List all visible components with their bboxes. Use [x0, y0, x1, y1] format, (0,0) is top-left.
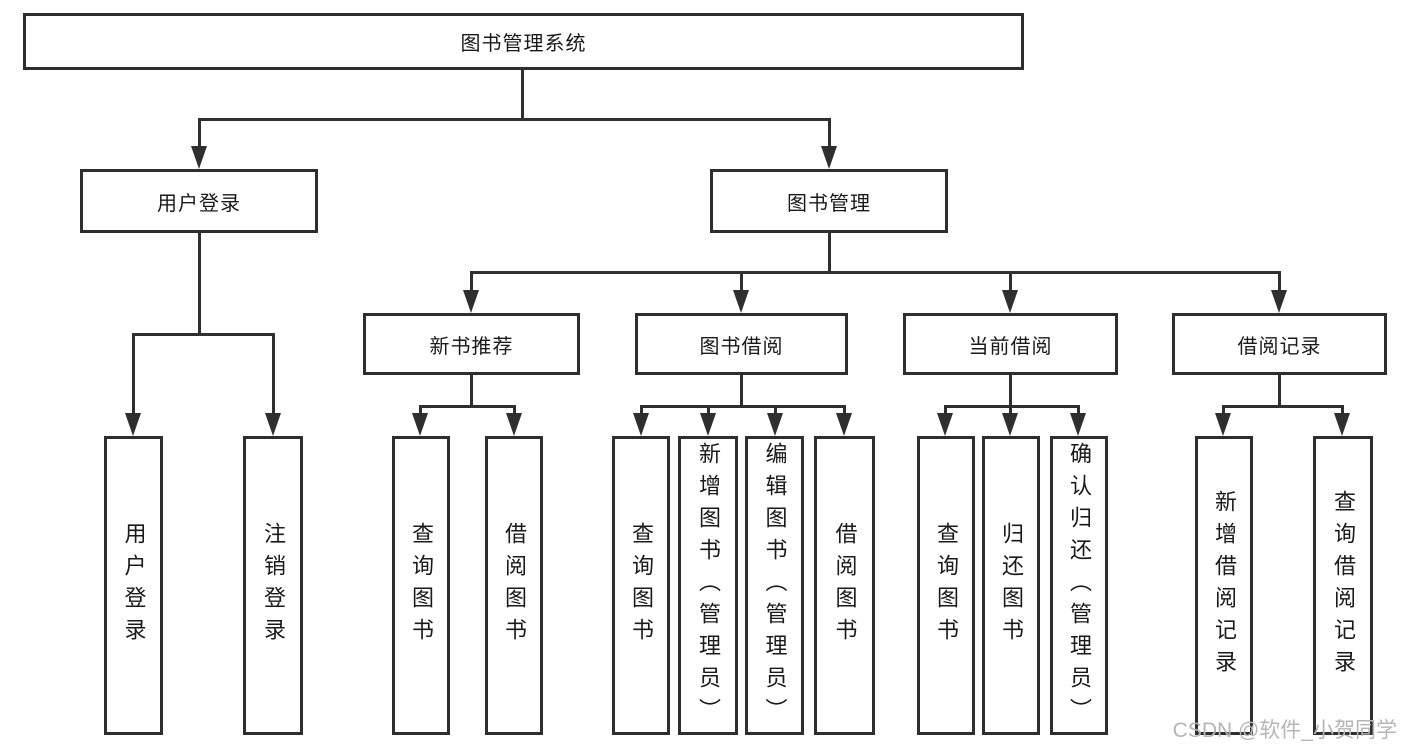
node-new-book-recommend-label: 新书推荐 [429, 335, 514, 358]
leaf-record-add-borrow-record: 新增借阅记录 [1195, 436, 1253, 735]
connector-level1-branch [198, 118, 831, 121]
leaf-borrow-add-books-admin: 新增图书（管理员） [678, 436, 738, 735]
leaf-newbook-query-books-label: 查询图书 [409, 521, 434, 650]
connector-drop-br-add [1222, 405, 1225, 415]
leaf-record-add-borrow-record-label: 新增借阅记录 [1212, 489, 1237, 682]
arrowhead-book-mgmt [821, 146, 837, 169]
leaf-current-confirm-return-admin: 确认归还（管理员） [1050, 436, 1108, 735]
connector-drop-current-borrow [1009, 271, 1012, 292]
connector-book-borrow-branch [640, 405, 846, 408]
connector-drop-borrow-record [1278, 271, 1281, 292]
arrowhead-cb-query [937, 413, 953, 436]
arrowhead-leaf-user-login [125, 413, 141, 436]
node-book-management: 图书管理 [710, 169, 948, 233]
node-borrow-record-label: 借阅记录 [1237, 335, 1322, 358]
leaf-record-query-borrow-record-label: 查询借阅记录 [1331, 489, 1356, 682]
connector-book-borrow-stub [740, 375, 743, 408]
arrowhead-bb-edit [767, 413, 783, 436]
connector-drop-new-book [470, 271, 473, 292]
arrowhead-nb-query [412, 413, 428, 436]
node-current-borrow: 当前借阅 [903, 313, 1118, 375]
leaf-logout-label: 注销登录 [261, 521, 286, 650]
leaf-borrow-query-books: 查询图书 [612, 436, 670, 735]
arrowhead-borrow-record [1271, 290, 1287, 313]
leaf-current-confirm-return-admin-label: 确认归还（管理员） [1067, 441, 1092, 730]
connector-drop-bb-query [640, 405, 643, 415]
leaf-newbook-query-books: 查询图书 [392, 436, 450, 735]
arrowhead-current-borrow [1002, 290, 1018, 313]
leaf-current-query-books-label: 查询图书 [934, 521, 959, 650]
connector-user-login-branch [132, 333, 275, 336]
connector-drop-bb-borrow [843, 405, 846, 415]
leaf-current-query-books: 查询图书 [917, 436, 975, 735]
csdn-watermark: CSDN @软件_小贺同学 [1172, 719, 1397, 742]
connector-drop-bb-edit [774, 405, 777, 415]
arrowhead-book-borrow [733, 290, 749, 313]
connector-drop-user-login [198, 118, 201, 148]
connector-current-borrow-stub [1009, 375, 1012, 408]
leaf-borrow-borrow-books-label: 借阅图书 [832, 521, 858, 650]
arrowhead-bb-borrow [836, 413, 852, 436]
node-library-system-label: 图书管理系统 [460, 33, 587, 55]
arrowhead-leaf-logout [265, 413, 281, 436]
leaf-borrow-borrow-books: 借阅图书 [814, 436, 875, 735]
node-user-login-label: 用户登录 [157, 192, 241, 215]
arrowhead-bb-add [700, 413, 716, 436]
arrowhead-user-login [191, 146, 207, 169]
connector-new-book-stub [470, 375, 473, 408]
connector-borrow-record-stub [1278, 375, 1281, 408]
node-book-borrow-label: 图书借阅 [699, 335, 784, 358]
connector-drop-leaf-user-login [132, 333, 135, 414]
node-book-management-label: 图书管理 [787, 192, 871, 215]
arrowhead-br-query [1334, 413, 1350, 436]
arrowhead-cb-confirm [1070, 413, 1086, 436]
connector-drop-nb-borrow [513, 405, 516, 415]
connector-drop-bb-add [707, 405, 710, 415]
connector-new-book-branch [419, 405, 516, 408]
arrowhead-new-book [463, 290, 479, 313]
connector-drop-book-mgmt [828, 118, 831, 148]
node-current-borrow-label: 当前借阅 [968, 335, 1053, 358]
node-user-login: 用户登录 [80, 169, 318, 233]
connector-drop-cb-return [1009, 405, 1012, 415]
leaf-borrow-add-books-admin-label: 新增图书（管理员） [696, 441, 721, 730]
leaf-record-query-borrow-record: 查询借阅记录 [1313, 436, 1373, 735]
leaf-user-login: 用户登录 [104, 436, 163, 735]
connector-drop-cb-confirm [1077, 405, 1080, 415]
connector-level3-branch [470, 271, 1280, 274]
node-borrow-record: 借阅记录 [1172, 313, 1387, 375]
leaf-current-return-books: 归还图书 [982, 436, 1040, 735]
connector-borrow-record-branch [1222, 405, 1343, 408]
connector-drop-leaf-logout [272, 333, 275, 414]
connector-user-login-stub [198, 233, 201, 336]
leaf-borrow-edit-books-admin-label: 编辑图书（管理员） [762, 441, 788, 730]
node-new-book-recommend: 新书推荐 [363, 313, 580, 375]
connector-drop-nb-query [419, 405, 422, 415]
node-library-system: 图书管理系统 [23, 13, 1024, 70]
leaf-logout: 注销登录 [243, 436, 303, 735]
connector-drop-br-query [1341, 405, 1344, 415]
arrowhead-bb-query [633, 413, 649, 436]
connector-book-mgmt-stub [828, 233, 831, 274]
node-book-borrow: 图书借阅 [635, 313, 848, 375]
connector-drop-cb-query [944, 405, 947, 415]
connector-root-stub [521, 70, 524, 121]
arrowhead-br-add [1215, 413, 1231, 436]
arrowhead-nb-borrow [506, 413, 522, 436]
leaf-newbook-borrow-books: 借阅图书 [485, 436, 543, 735]
leaf-borrow-query-books-label: 查询图书 [629, 521, 654, 650]
leaf-user-login-label: 用户登录 [121, 521, 147, 650]
leaf-current-return-books-label: 归还图书 [999, 521, 1024, 650]
leaf-newbook-borrow-books-label: 借阅图书 [502, 521, 527, 650]
arrowhead-cb-return [1002, 413, 1018, 436]
leaf-borrow-edit-books-admin: 编辑图书（管理员） [745, 436, 804, 735]
connector-drop-book-borrow [740, 271, 743, 292]
